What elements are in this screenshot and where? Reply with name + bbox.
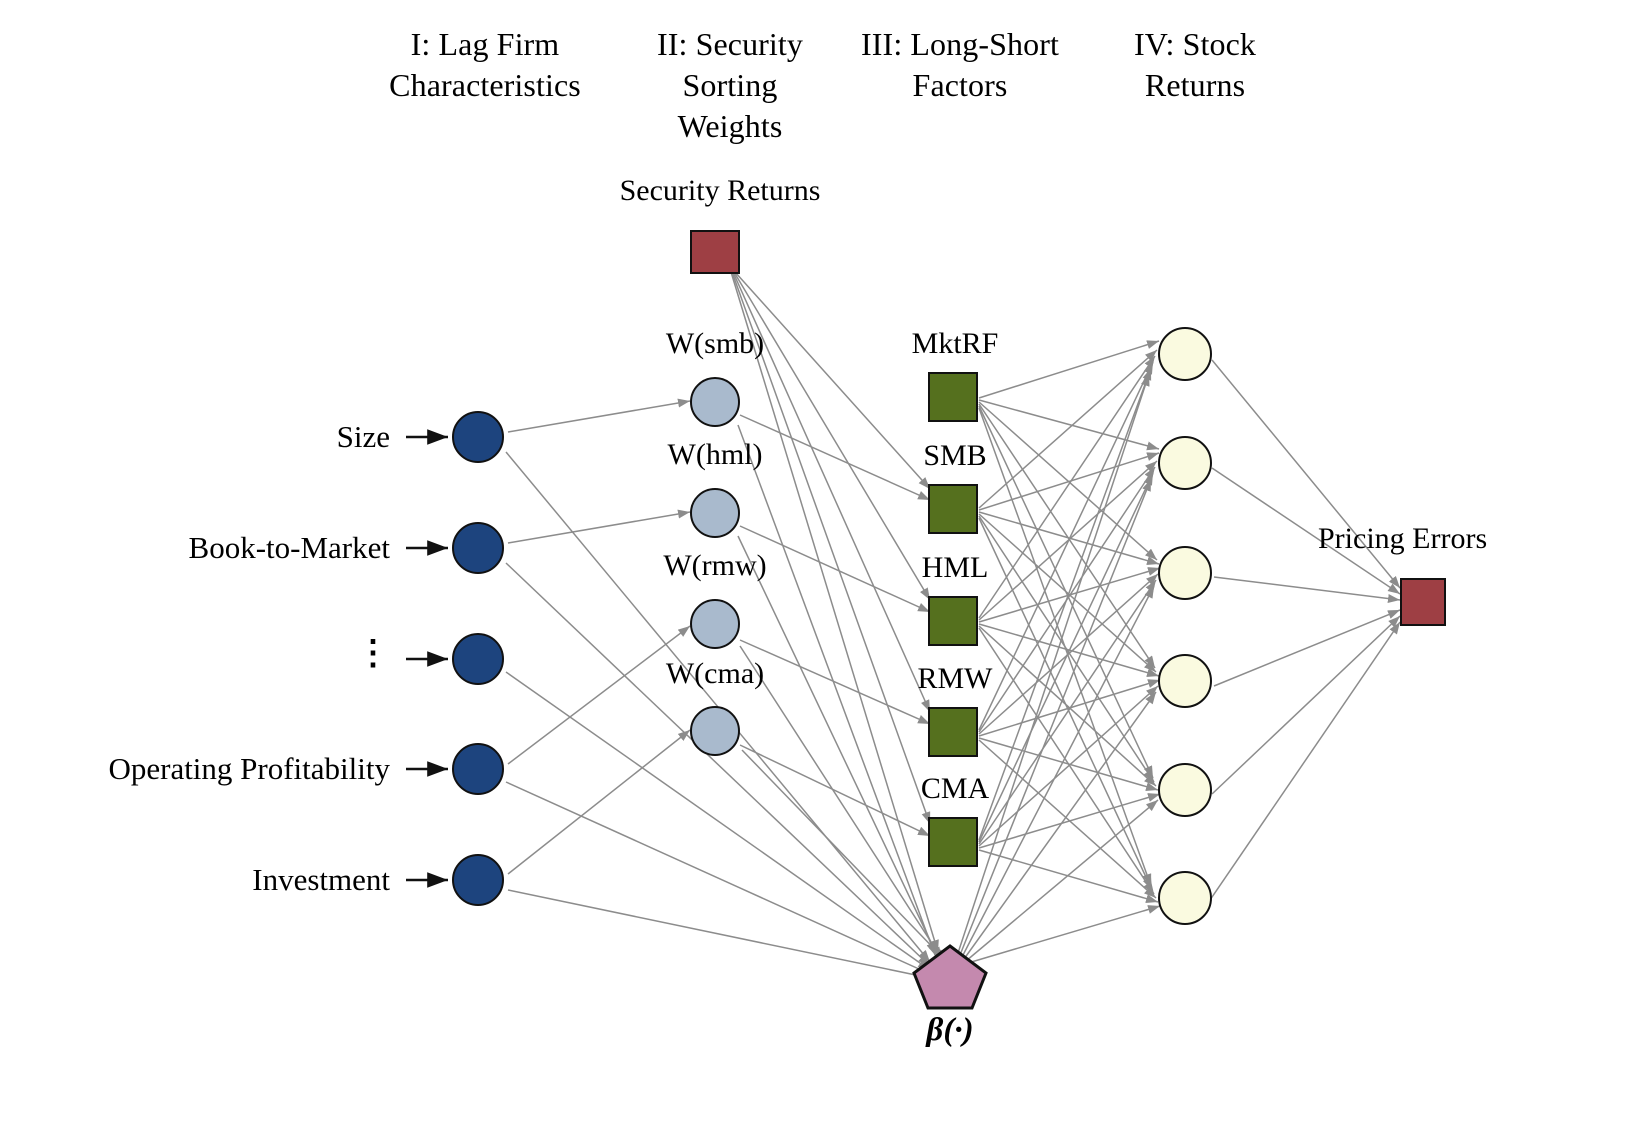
factor-node-cma[interactable] — [928, 817, 978, 867]
beta-node-label: β(·) — [926, 1012, 974, 1048]
weight-node-smb[interactable] — [690, 377, 740, 427]
column-header-1: I: Lag Firm Characteristics — [389, 26, 581, 103]
weight-label-rmw: W(rmw) — [663, 549, 767, 582]
input-arrow-group — [406, 429, 448, 888]
input-node-investment[interactable] — [452, 854, 504, 906]
factor-label-mktrf: MktRF — [911, 327, 999, 360]
factor-node-smb[interactable] — [928, 484, 978, 534]
input-label-size: Size — [336, 419, 390, 454]
security-returns-node[interactable] — [690, 230, 740, 274]
input-node-size[interactable] — [452, 411, 504, 463]
input-label-book-to-market: Book-to-Market — [188, 530, 390, 565]
input-node-operating-profitability[interactable] — [452, 743, 504, 795]
column-header-2: II: Security Sorting Weights — [656, 26, 804, 144]
return-node-6[interactable] — [1158, 871, 1212, 925]
factor-node-rmw[interactable] — [928, 707, 978, 757]
weight-label-cma: W(cma) — [665, 657, 765, 690]
weight-node-cma[interactable] — [690, 706, 740, 756]
return-node-1[interactable] — [1158, 327, 1212, 381]
input-label-ellipsis: ⋮ — [356, 635, 390, 672]
weight-label-hml: W(hml) — [667, 438, 763, 471]
factor-label-smb: SMB — [923, 439, 987, 472]
factor-label-rmw: RMW — [917, 662, 993, 695]
input-node-ellipsis[interactable] — [452, 633, 504, 685]
factor-label-hml: HML — [921, 551, 989, 584]
pricing-errors-node[interactable] — [1400, 578, 1446, 626]
input-label-operating-profitability: Operating Profitability — [108, 751, 390, 786]
security-returns-label: Security Returns — [619, 174, 821, 207]
weight-label-smb: W(smb) — [665, 327, 765, 360]
beta-node[interactable] — [912, 944, 988, 1010]
input-label-investment: Investment — [252, 862, 390, 897]
return-node-2[interactable] — [1158, 436, 1212, 490]
return-node-4[interactable] — [1158, 654, 1212, 708]
return-node-5[interactable] — [1158, 763, 1212, 817]
factor-label-cma: CMA — [920, 772, 990, 805]
return-node-3[interactable] — [1158, 546, 1212, 600]
weight-node-hml[interactable] — [690, 488, 740, 538]
weight-node-rmw[interactable] — [690, 599, 740, 649]
pricing-errors-label: Pricing Errors — [1318, 522, 1488, 555]
column-header-4: IV: Stock Returns — [1133, 26, 1257, 103]
factor-node-hml[interactable] — [928, 596, 978, 646]
factor-node-mktrf[interactable] — [928, 372, 978, 422]
input-node-book-to-market[interactable] — [452, 522, 504, 574]
column-header-3: III: Long-Short Factors — [861, 26, 1059, 103]
